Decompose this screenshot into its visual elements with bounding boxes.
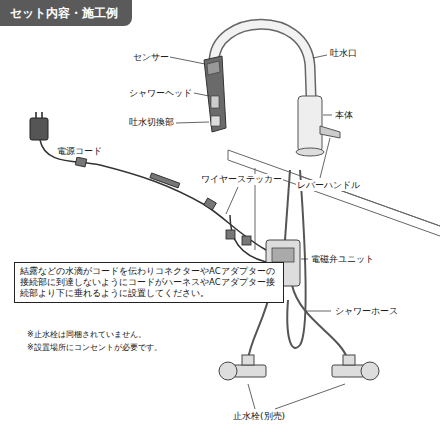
lever-handle [320,126,340,138]
part-label: 電源コード [56,146,103,157]
connectors [75,157,251,245]
leader-lines [170,55,345,409]
part-label: 吐水切換部 [128,117,175,128]
note-text: ※止水栓は同梱されていません。 [26,330,147,340]
note-text: ※設置場所にコンセントが必要です。 [26,343,163,353]
power-cord [40,140,266,250]
part-label: シャワーホース [334,306,399,317]
part-label: レバーハンドル [296,180,361,191]
part-label: シャワーヘッド [128,88,193,99]
spout-inner [214,24,311,96]
plug-pins [36,112,42,118]
caution-box: 結露などの水滴がコードを伝わりコネクターやACアダプターの接続部に到達しないよう… [14,262,284,303]
countertop [228,150,440,250]
part-label: センサー [132,52,170,63]
part-label: 吐水口 [329,48,358,59]
section-title: セット内容・施工例 [0,0,132,26]
part-label: ワイヤーステッカー [200,174,283,185]
part-label: 止水栓(別売) [232,411,286,422]
caution-text: 結露などの水滴がコードを伝わりコネクターやACアダプターの接続部に到達しないよう… [20,266,278,299]
spray-switch [211,116,220,126]
faucet-body [298,96,322,152]
part-label: 電磁弁ユニット [310,254,375,265]
ac-adapter [30,118,48,140]
solenoid-coil [272,248,294,262]
faucet-base [296,148,324,156]
stop-valves [219,355,379,380]
sensor-window [207,61,220,75]
switch-button [211,96,219,108]
part-label: 本体 [334,110,354,121]
shower-head [204,56,226,132]
spout [214,24,311,96]
